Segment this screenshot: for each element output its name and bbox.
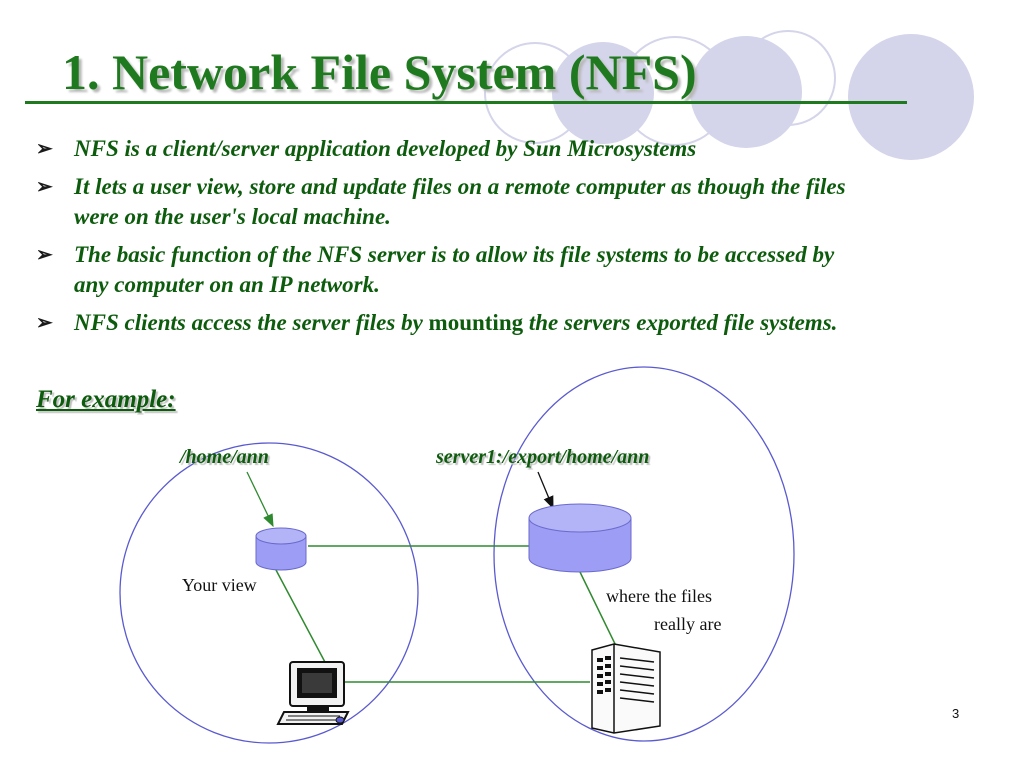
client-disk-to-computer-line [275,569,327,665]
arrow-bullet-icon: ➢ [36,176,53,198]
client-caption: Your view [182,575,257,595]
server-boundary-ellipse [493,366,795,742]
arrow-bullet-icon: ➢ [36,138,53,160]
bullet-text: It lets a user view, store and update fi… [74,174,846,229]
bullet-list: ➢ NFS is a client/server application dev… [36,134,866,346]
decor-circle-5 [740,30,836,126]
bullet-text-end: the servers exported file systems. [523,310,838,335]
server-caption-line-2: really are [654,614,722,634]
bullet-text: The basic function of the NFS server is … [74,242,835,297]
title-underline [25,101,907,104]
slide-title: 1. Network File System (NFS) [62,44,697,100]
arrow-bullet-icon: ➢ [36,312,53,334]
example-heading: For example: [36,386,176,413]
bullet-item: ➢ It lets a user view, store and update … [36,172,866,232]
bullet-item: ➢ NFS is a client/server application dev… [36,134,866,164]
disk-cylinder-icon [528,503,632,573]
bullet-text: NFS is a client/server application devel… [74,136,697,161]
decor-circle-6 [848,34,974,160]
bullet-item: ➢ The basic function of the NFS server i… [36,240,866,300]
arrow-bullet-icon: ➢ [36,244,53,266]
client-path-label: /home/ann [180,446,269,468]
server-disk-to-server-line [579,571,619,651]
bullet-emphasis: mounting [428,310,524,335]
server-path-arrow [537,471,554,510]
bullet-item: ➢ NFS clients access the server files by… [36,308,866,338]
server-tower-icon [591,643,661,734]
server-path-label: server1:/export/home/ann [436,446,650,468]
client-boundary-ellipse [119,442,419,744]
bullet-text-start: NFS clients access the server files by [74,310,429,335]
server-caption-line-1: where the files [606,586,712,606]
page-number: 3 [952,706,960,721]
client-path-arrow [246,471,274,528]
desktop-computer-icon [276,661,350,725]
disk-cylinder-icon [255,527,307,571]
